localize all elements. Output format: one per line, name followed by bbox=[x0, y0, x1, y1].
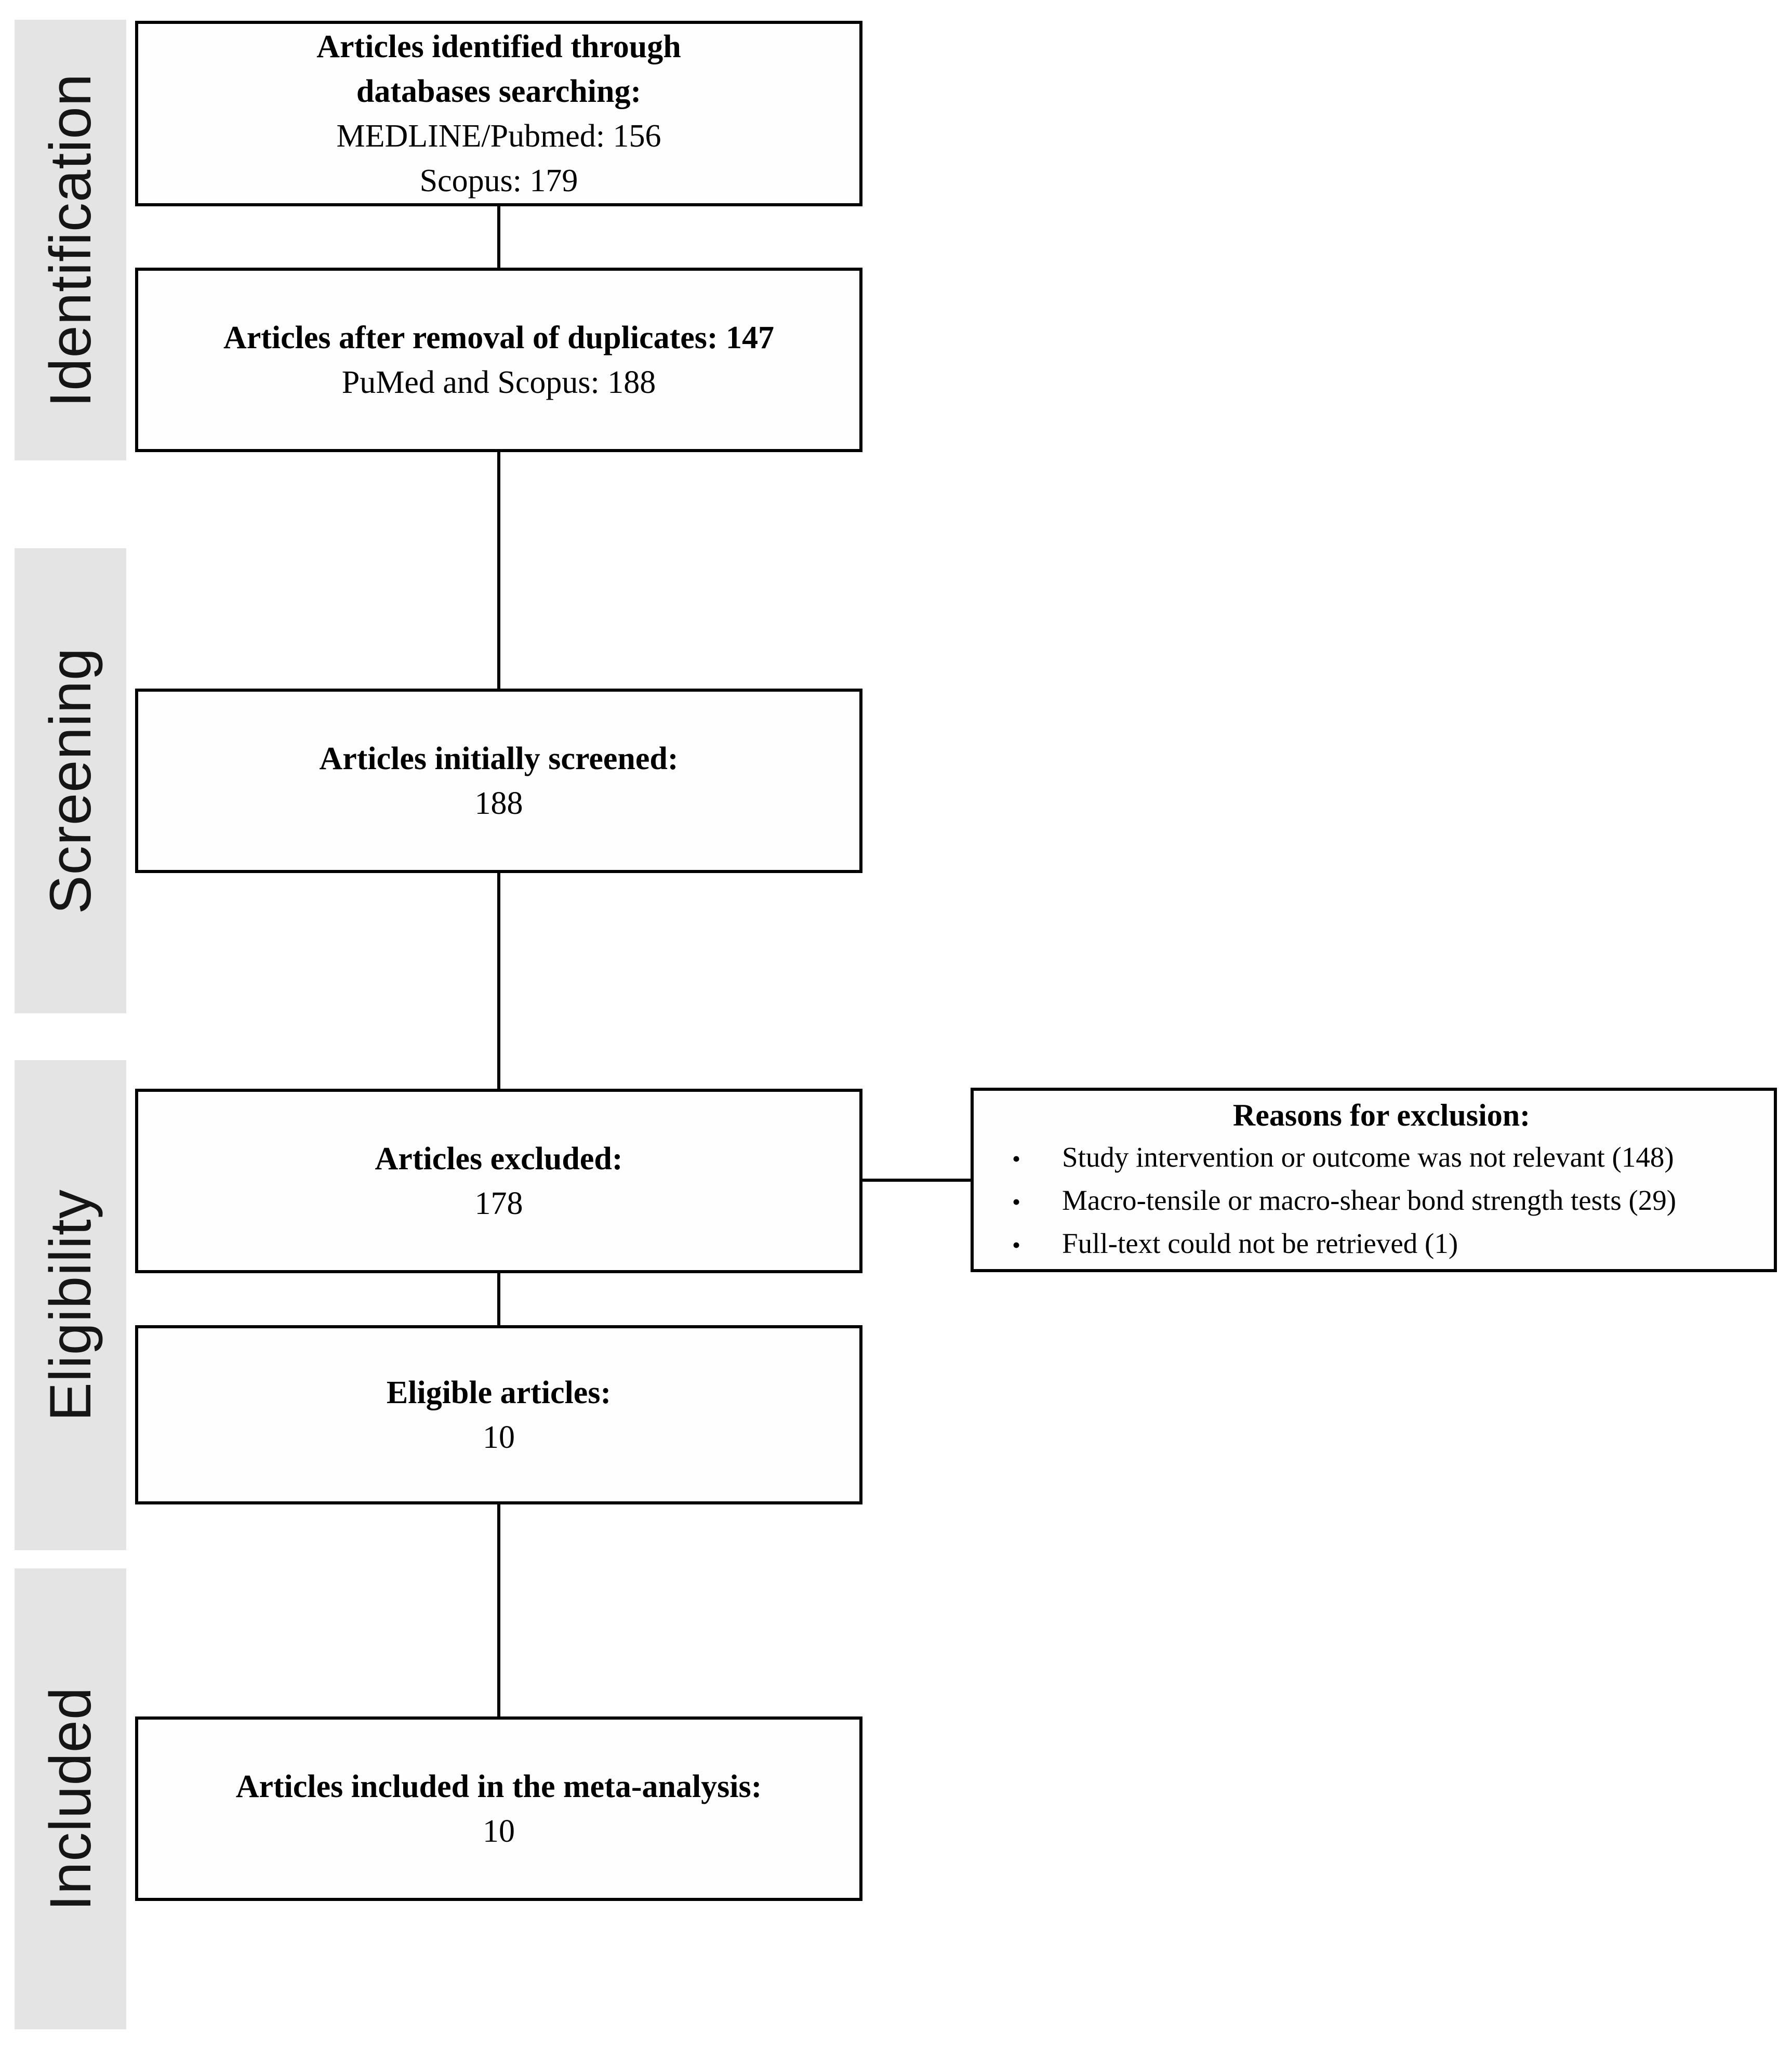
bullet-icon: • bbox=[1012, 1145, 1021, 1172]
connector-excluded-to-eligible bbox=[497, 1272, 500, 1327]
box-text-line: databases searching: bbox=[356, 73, 642, 109]
reason-item: • Full-text could not be retrieved (1) bbox=[1005, 1223, 1758, 1266]
connector-excluded-to-reasons bbox=[861, 1179, 972, 1182]
box-text-line: MEDLINE/Pubmed: 156 bbox=[336, 118, 661, 154]
box-reasons-for-exclusion: Reasons for exclusion: • Study intervent… bbox=[971, 1088, 1777, 1272]
reason-text: Macro-tensile or macro-shear bond streng… bbox=[1062, 1184, 1677, 1216]
box-eligible-articles: Eligible articles: 10 bbox=[135, 1325, 862, 1504]
box-text-line: Eligible articles: bbox=[386, 1375, 612, 1410]
stage-band-eligibility: Eligibility bbox=[15, 1060, 126, 1550]
box-text-line: Articles identified through bbox=[316, 29, 681, 64]
connector-eligible-to-included bbox=[497, 1503, 500, 1719]
box-text-line: Articles excluded: bbox=[375, 1141, 623, 1177]
stage-label-included: Included bbox=[38, 1686, 103, 1911]
box-text-line: Scopus: 179 bbox=[419, 163, 578, 199]
box-articles-excluded: Articles excluded: 178 bbox=[135, 1089, 862, 1273]
box-text-line: PuMed and Scopus: 188 bbox=[341, 364, 656, 400]
box-text-line: Articles initially screened: bbox=[319, 741, 679, 776]
stage-band-screening: Screening bbox=[15, 548, 126, 1013]
box-included-meta-analysis: Articles included in the meta-analysis: … bbox=[135, 1716, 862, 1901]
connector-identified-to-duplicates bbox=[497, 205, 500, 270]
box-text-line: 10 bbox=[483, 1813, 515, 1849]
bullet-icon: • bbox=[1012, 1232, 1021, 1258]
reason-text: Study intervention or outcome was not re… bbox=[1062, 1141, 1674, 1173]
box-text-line: Articles after removal of duplicates: 14… bbox=[223, 320, 775, 355]
connector-duplicates-to-screened bbox=[497, 451, 500, 690]
stage-label-screening: Screening bbox=[38, 647, 103, 915]
reason-item: • Study intervention or outcome was not … bbox=[1005, 1137, 1758, 1180]
box-text-line: 188 bbox=[474, 785, 523, 821]
connector-screened-to-excluded bbox=[497, 872, 500, 1090]
box-articles-identified: Articles identified through databases se… bbox=[135, 21, 862, 206]
stage-band-identification: Identification bbox=[15, 20, 126, 460]
stage-band-included: Included bbox=[15, 1568, 126, 2029]
box-text-line: 10 bbox=[483, 1419, 515, 1455]
stage-label-identification: Identification bbox=[38, 73, 103, 407]
stage-label-eligibility: Eligibility bbox=[38, 1189, 103, 1421]
box-text-line: 178 bbox=[474, 1185, 523, 1221]
reasons-title: Reasons for exclusion: bbox=[1232, 1098, 1531, 1132]
box-after-duplicate-removal: Articles after removal of duplicates: 14… bbox=[135, 268, 862, 452]
box-text-line: Articles included in the meta-analysis: bbox=[235, 1768, 762, 1804]
bullet-icon: • bbox=[1012, 1188, 1021, 1215]
reason-item: • Macro-tensile or macro-shear bond stre… bbox=[1005, 1180, 1758, 1223]
box-initially-screened: Articles initially screened: 188 bbox=[135, 689, 862, 873]
reason-text: Full-text could not be retrieved (1) bbox=[1062, 1227, 1458, 1259]
